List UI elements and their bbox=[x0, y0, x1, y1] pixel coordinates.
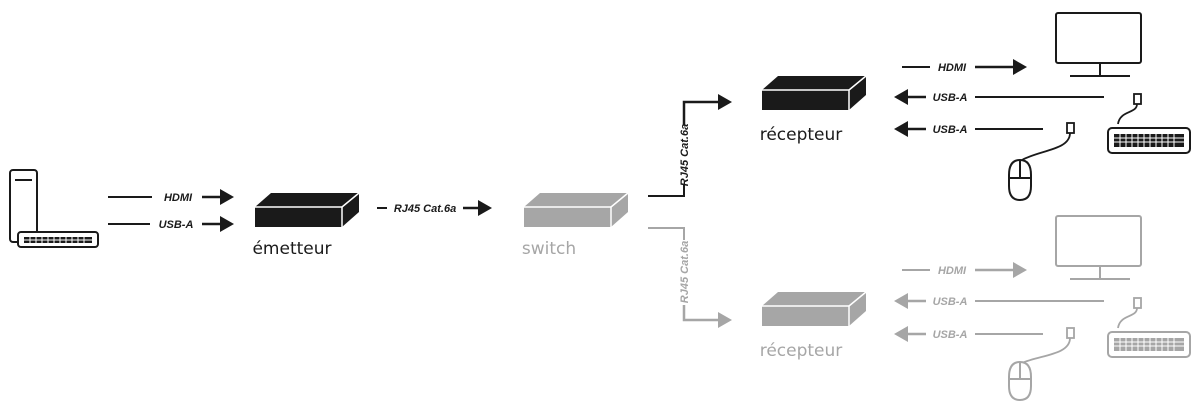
arrow-right-icon bbox=[718, 94, 732, 110]
switch-label: switch bbox=[522, 239, 576, 259]
mouse-1 bbox=[1008, 122, 1075, 202]
arrow-right-icon bbox=[220, 189, 234, 205]
arrow-right-icon bbox=[718, 312, 732, 328]
receiver-1-usb-mouse-cable: USB-A bbox=[894, 121, 1043, 137]
arrow-right-icon bbox=[478, 200, 492, 216]
keyboard-2 bbox=[1107, 297, 1191, 358]
box-device-icon bbox=[762, 75, 867, 110]
monitor-icon bbox=[1055, 215, 1142, 280]
cable-label: USB-A bbox=[933, 329, 968, 341]
cable-label: RJ45 Cat.6a bbox=[679, 124, 691, 186]
cable-label: USB-A bbox=[159, 219, 194, 231]
transmitter-device: émetteur bbox=[252, 192, 360, 259]
cable-label: USB-A bbox=[933, 92, 968, 104]
monitor-2 bbox=[1055, 215, 1142, 280]
source-usb-cable: USB-A bbox=[108, 216, 234, 232]
box-device-icon bbox=[762, 291, 867, 326]
cable-label: HDMI bbox=[164, 192, 193, 204]
usb-plug-icon bbox=[1117, 93, 1142, 125]
arrow-left-icon bbox=[894, 121, 908, 137]
receiver-1-device: récepteur bbox=[760, 75, 867, 145]
receiver-1-label: récepteur bbox=[760, 125, 843, 145]
transmitter-to-switch-cable: RJ45 Cat.6a bbox=[377, 200, 492, 216]
receiver-1-hdmi-cable: HDMI bbox=[902, 59, 1027, 75]
keyboard-icon bbox=[17, 231, 99, 248]
keyboard-icon bbox=[1107, 331, 1191, 358]
usb-plug-icon bbox=[1021, 122, 1075, 161]
switch-to-receiver-1-cable: RJ45 Cat.6a bbox=[648, 94, 732, 197]
keyboard-1 bbox=[1107, 93, 1191, 154]
receiver-2-hdmi-cable: HDMI bbox=[902, 262, 1027, 278]
cable-label: USB-A bbox=[933, 124, 968, 136]
source-computer bbox=[9, 169, 99, 248]
mouse-2 bbox=[1008, 327, 1075, 402]
arrow-right-icon bbox=[1013, 59, 1027, 75]
computer-tower-icon bbox=[9, 169, 38, 243]
mouse-icon bbox=[1008, 158, 1032, 202]
receiver-1-usb-keyboard-cable: USB-A bbox=[894, 89, 1104, 105]
cable-label: USB-A bbox=[933, 296, 968, 308]
mouse-icon bbox=[1008, 360, 1032, 402]
box-device-icon bbox=[524, 192, 629, 227]
receiver-2-usb-keyboard-cable: USB-A bbox=[894, 293, 1104, 309]
cable-label: RJ45 Cat.6a bbox=[394, 203, 456, 215]
usb-plug-icon bbox=[1021, 327, 1075, 364]
arrow-left-icon bbox=[894, 89, 908, 105]
switch-device: switch bbox=[522, 192, 629, 259]
switch-to-receiver-2-cable: RJ45 Cat.6a bbox=[648, 227, 732, 328]
transmitter-label: émetteur bbox=[252, 239, 331, 259]
receiver-2-device: récepteur bbox=[760, 291, 867, 361]
cable-label: HDMI bbox=[938, 62, 967, 74]
cable-label: HDMI bbox=[938, 265, 967, 277]
arrow-left-icon bbox=[894, 326, 908, 342]
source-hdmi-cable: HDMI bbox=[108, 189, 234, 205]
box-device-icon bbox=[255, 192, 360, 227]
arrow-right-icon bbox=[220, 216, 234, 232]
receiver-2-label: récepteur bbox=[760, 341, 843, 361]
keyboard-icon bbox=[1107, 127, 1191, 154]
monitor-1 bbox=[1055, 12, 1142, 77]
usb-plug-icon bbox=[1117, 297, 1142, 329]
arrow-right-icon bbox=[1013, 262, 1027, 278]
receiver-2-usb-mouse-cable: USB-A bbox=[894, 326, 1043, 342]
arrow-left-icon bbox=[894, 293, 908, 309]
monitor-icon bbox=[1055, 12, 1142, 77]
cable-label: RJ45 Cat.6a bbox=[679, 241, 691, 303]
